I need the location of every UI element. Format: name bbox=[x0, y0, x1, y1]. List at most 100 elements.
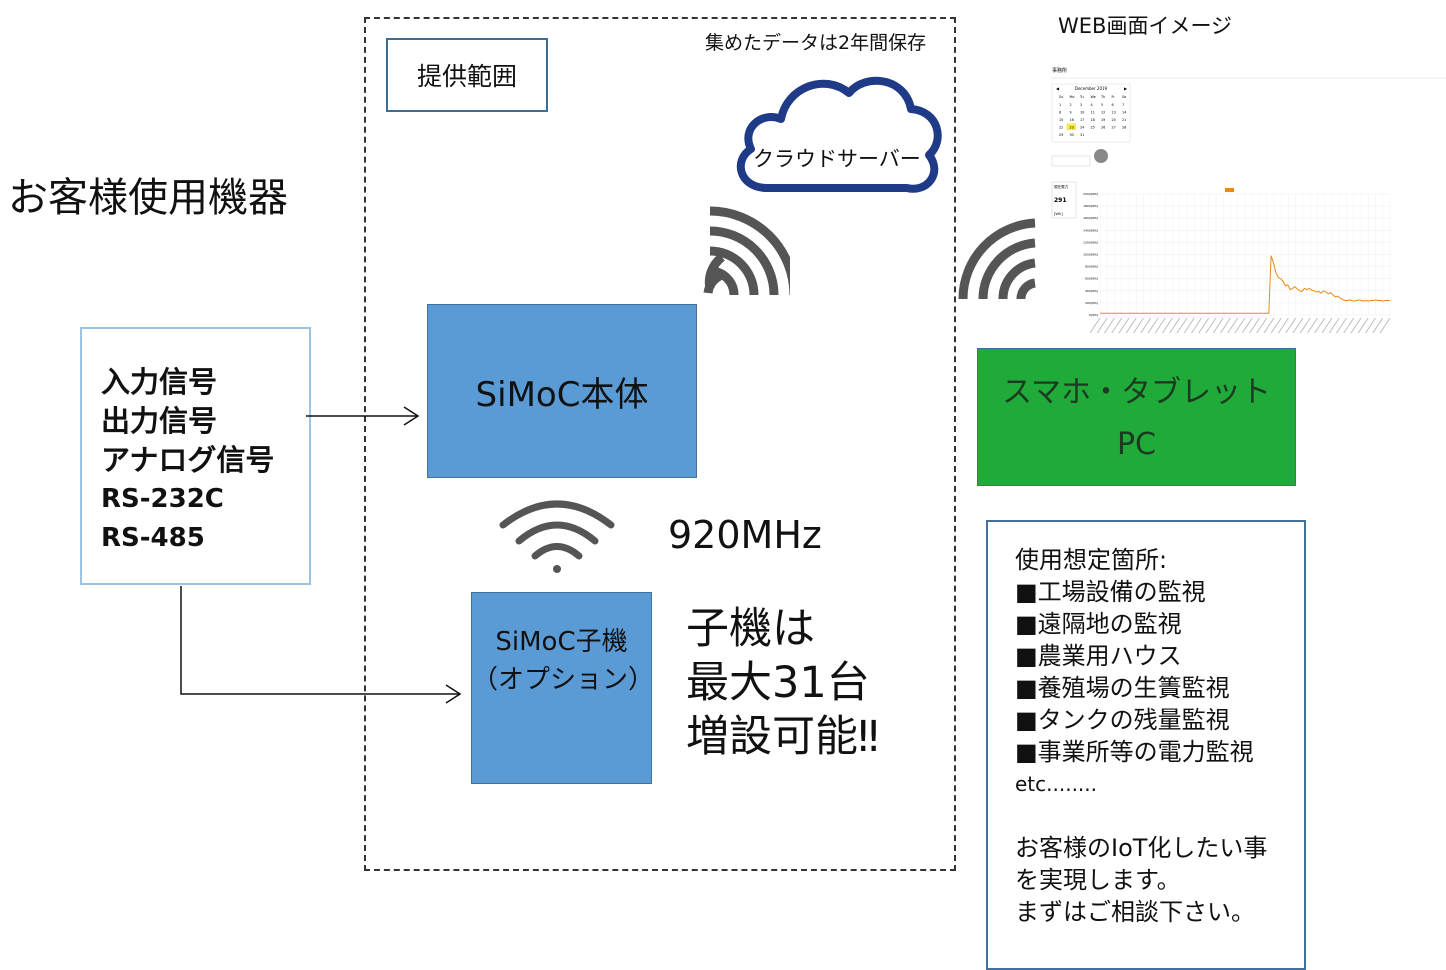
calendar-day[interactable]: 17 bbox=[1080, 118, 1084, 122]
chart-y-tick: 0[Wh] bbox=[1089, 313, 1098, 317]
chart-x-label bbox=[1314, 317, 1326, 334]
chart-y-tick: 1000[Wh] bbox=[1083, 253, 1098, 257]
storage-note: 集めたデータは2年間保存 bbox=[705, 32, 927, 54]
calendar-day[interactable]: 5 bbox=[1101, 103, 1103, 107]
usage-item: ■遠隔地の監視 bbox=[1015, 610, 1182, 638]
chart-x-label bbox=[1118, 317, 1130, 334]
chart-x-label bbox=[1183, 317, 1195, 334]
usage-item: ■事業所等の電力監視 bbox=[1015, 738, 1254, 766]
chart-y-tick: 800[Wh] bbox=[1085, 265, 1098, 269]
calendar-day[interactable]: 14 bbox=[1122, 111, 1126, 115]
calendar-weekday: Mo bbox=[1070, 95, 1075, 99]
frequency-label: 920MHz bbox=[668, 513, 822, 557]
input-signals-box: 入力信号 出力信号 アナログ信号 RS-232C RS-485 bbox=[80, 327, 311, 585]
wireless-signal-icon bbox=[703, 206, 790, 296]
calendar-day[interactable]: 3 bbox=[1080, 103, 1082, 107]
provided-scope-frame bbox=[364, 17, 956, 871]
calendar-day[interactable]: 29 bbox=[1059, 133, 1063, 137]
calendar-day[interactable]: 8 bbox=[1059, 111, 1061, 115]
calendar-weekday: Tu bbox=[1079, 95, 1084, 99]
calendar-day[interactable]: 9 bbox=[1070, 111, 1072, 115]
devices-box: スマホ・タブレット PC bbox=[977, 348, 1296, 486]
chart-x-label bbox=[1249, 317, 1260, 334]
chart-x-label bbox=[1372, 317, 1384, 334]
calendar-day[interactable]: 19 bbox=[1101, 118, 1105, 122]
customer-equipment-title: お客様使用機器 bbox=[8, 175, 288, 221]
calendar-day[interactable]: 24 bbox=[1080, 126, 1084, 130]
chart-y-tick: 1400[Wh] bbox=[1083, 228, 1098, 232]
input-signal-item: 出力信号 bbox=[101, 404, 218, 438]
chart-x-label bbox=[1089, 317, 1101, 334]
usage-item: ■タンクの残量監視 bbox=[1015, 706, 1230, 734]
calendar-day[interactable]: 4 bbox=[1091, 103, 1093, 107]
calendar-day[interactable]: 11 bbox=[1091, 111, 1095, 115]
chart-x-label bbox=[1234, 317, 1246, 334]
chart-x-label bbox=[1198, 317, 1210, 334]
calendar-title: December 2019 bbox=[1075, 86, 1108, 91]
chart-x-label bbox=[1263, 317, 1275, 334]
calendar-day[interactable]: 6 bbox=[1112, 103, 1114, 107]
chart-x-label bbox=[1096, 317, 1108, 334]
power-panel: 現在電力 291 [Wh] bbox=[1051, 181, 1077, 219]
calendar-day[interactable]: 2 bbox=[1070, 103, 1072, 107]
calendar-day[interactable]: 13 bbox=[1112, 111, 1116, 115]
chart-y-tick: 1600[Wh] bbox=[1083, 216, 1098, 220]
chart-series-line bbox=[1100, 255, 1390, 314]
usage-closing: お客様のIoT化したい事 bbox=[1015, 834, 1268, 862]
usage-box: 使用想定箇所: ■工場設備の監視 ■遠隔地の監視 ■農業用ハウス ■養殖場の生簀… bbox=[986, 520, 1306, 970]
calendar-day[interactable]: 18 bbox=[1091, 118, 1095, 122]
chart-grid bbox=[1099, 193, 1391, 316]
web-header: 事務所 bbox=[1052, 67, 1067, 74]
simoc-sub-unit: SiMoC子機 （オプション） bbox=[471, 592, 654, 784]
chart-x-label bbox=[1111, 317, 1123, 334]
wireless-signal-icon bbox=[958, 218, 1037, 300]
chart-x-label bbox=[1336, 317, 1347, 334]
usage-item: ■養殖場の生簀監視 bbox=[1015, 674, 1230, 702]
cloud-icon bbox=[736, 76, 942, 193]
chart-x-label bbox=[1350, 317, 1362, 334]
calendar-day[interactable]: 27 bbox=[1112, 126, 1116, 130]
sub-unit-label: SiMoC子機 bbox=[495, 627, 628, 657]
calendar-day[interactable]: 16 bbox=[1070, 118, 1074, 122]
calendar-day[interactable]: 30 bbox=[1070, 133, 1074, 137]
arrow-to-sub-unit bbox=[180, 586, 460, 695]
chart-x-label bbox=[1357, 317, 1369, 334]
simoc-main-unit: SiMoC本体 bbox=[427, 304, 697, 478]
chart-x-label bbox=[1379, 317, 1391, 334]
chart-x-label bbox=[1125, 317, 1137, 334]
calendar-today-highlight bbox=[1066, 123, 1076, 130]
calendar-day[interactable]: 26 bbox=[1101, 126, 1105, 130]
usage-etc: etc........ bbox=[1015, 772, 1098, 796]
calendar-day[interactable]: 10 bbox=[1080, 111, 1084, 115]
usage-closing: まずはご相談下さい。 bbox=[1015, 898, 1255, 926]
chart-x-label bbox=[1307, 317, 1318, 334]
calendar-day[interactable]: 7 bbox=[1122, 103, 1124, 107]
calendar-day[interactable]: 12 bbox=[1101, 111, 1105, 115]
chart-x-label bbox=[1154, 317, 1166, 334]
calendar-day[interactable]: 20 bbox=[1112, 118, 1116, 122]
calendar-day[interactable]: 1 bbox=[1059, 103, 1061, 107]
usage-item: ■農業用ハウス bbox=[1015, 642, 1182, 670]
web-screen-title: WEB画面イメージ bbox=[1058, 14, 1233, 38]
usage-item: ■工場設備の監視 bbox=[1015, 578, 1206, 606]
chart-x-label bbox=[1162, 317, 1173, 334]
calendar-day[interactable]: 15 bbox=[1059, 118, 1063, 122]
calendar-day[interactable]: 25 bbox=[1091, 126, 1095, 130]
calendar-day[interactable]: 31 bbox=[1080, 133, 1084, 137]
calendar-day[interactable]: 22 bbox=[1059, 126, 1063, 130]
chart-y-ticks: 2000[Wh]1800[Wh]1600[Wh]1400[Wh]1200[Wh]… bbox=[1083, 192, 1098, 317]
chart-x-label bbox=[1169, 317, 1181, 334]
chart-y-tick: 2000[Wh] bbox=[1083, 192, 1098, 196]
input-signal-item: RS-485 bbox=[101, 523, 205, 553]
calendar-weekday: Sa bbox=[1122, 95, 1126, 99]
calendar-day[interactable]: 23 bbox=[1070, 126, 1074, 130]
chart-x-label bbox=[1278, 317, 1289, 334]
calendar-day[interactable]: 21 bbox=[1122, 118, 1126, 122]
input-signal-item: RS-232C bbox=[101, 484, 224, 514]
chart-x-labels bbox=[1089, 317, 1391, 334]
calendar-day[interactable]: 28 bbox=[1122, 126, 1126, 130]
calendar-next-icon: ▶ bbox=[1124, 86, 1128, 91]
expansion-line: 増設可能‼ bbox=[686, 712, 879, 762]
expansion-note: 子機は 最大31台 増設可能‼ bbox=[686, 602, 879, 764]
